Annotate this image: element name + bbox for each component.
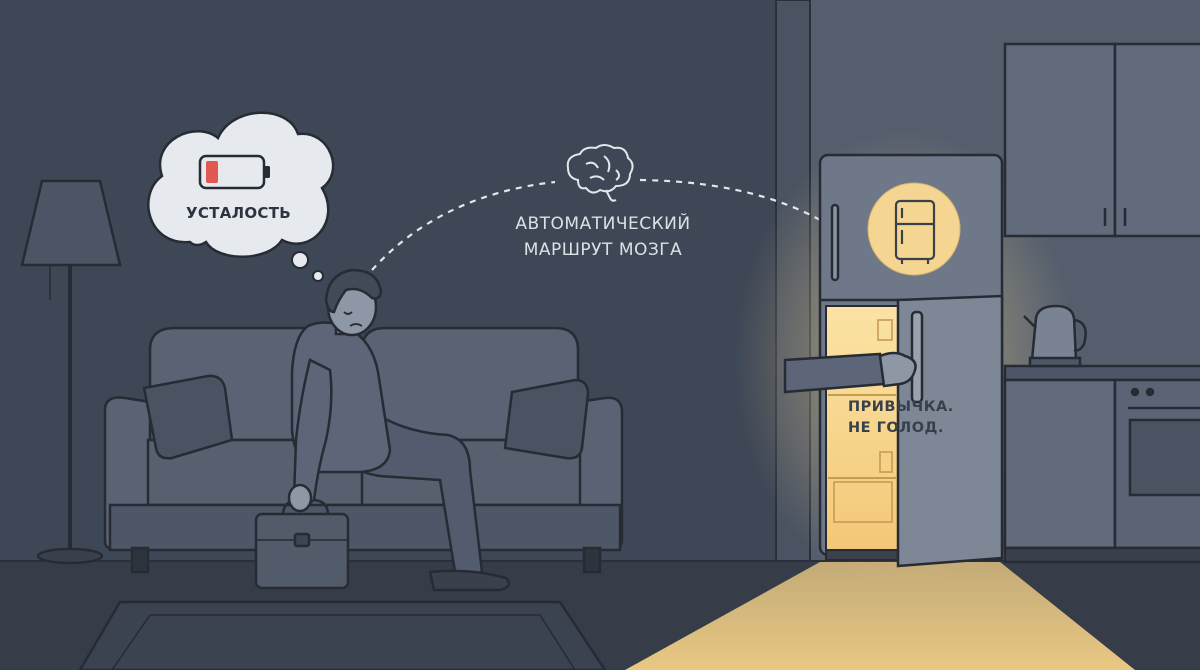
kettle-icon: [1023, 304, 1087, 368]
light-beam: [625, 562, 1135, 670]
fatigue-label: УСТАЛОСТЬ: [186, 204, 291, 222]
battery-low-icon: [198, 154, 270, 190]
fridge-door: [896, 294, 1004, 568]
reaching-arm: [783, 351, 917, 394]
fridge-badge: [867, 182, 961, 276]
rug: [78, 600, 607, 670]
habit-note: ПРИВЫЧКА. НЕ ГОЛОД.: [848, 397, 954, 439]
brain-icon: [566, 144, 634, 202]
floor-lamp: [20, 179, 122, 565]
route-arrow-start: [371, 180, 556, 271]
kitchen-cabinets: [1003, 42, 1200, 564]
habit-note-line2: НЕ ГОЛОД.: [848, 420, 944, 436]
tired-man: [287, 268, 511, 592]
automatic-route-label: АВТОМАТИЧЕСКИЙ МАРШРУТ МОЗГА: [498, 211, 708, 263]
briefcase-icon: [254, 498, 350, 590]
habit-note-line1: ПРИВЫЧКА.: [848, 399, 954, 415]
fridge-icon: [894, 199, 936, 264]
route-label-line1: АВТОМАТИЧЕСКИЙ: [515, 214, 691, 234]
route-label-line2: МАРШРУТ МОЗГА: [523, 240, 683, 260]
